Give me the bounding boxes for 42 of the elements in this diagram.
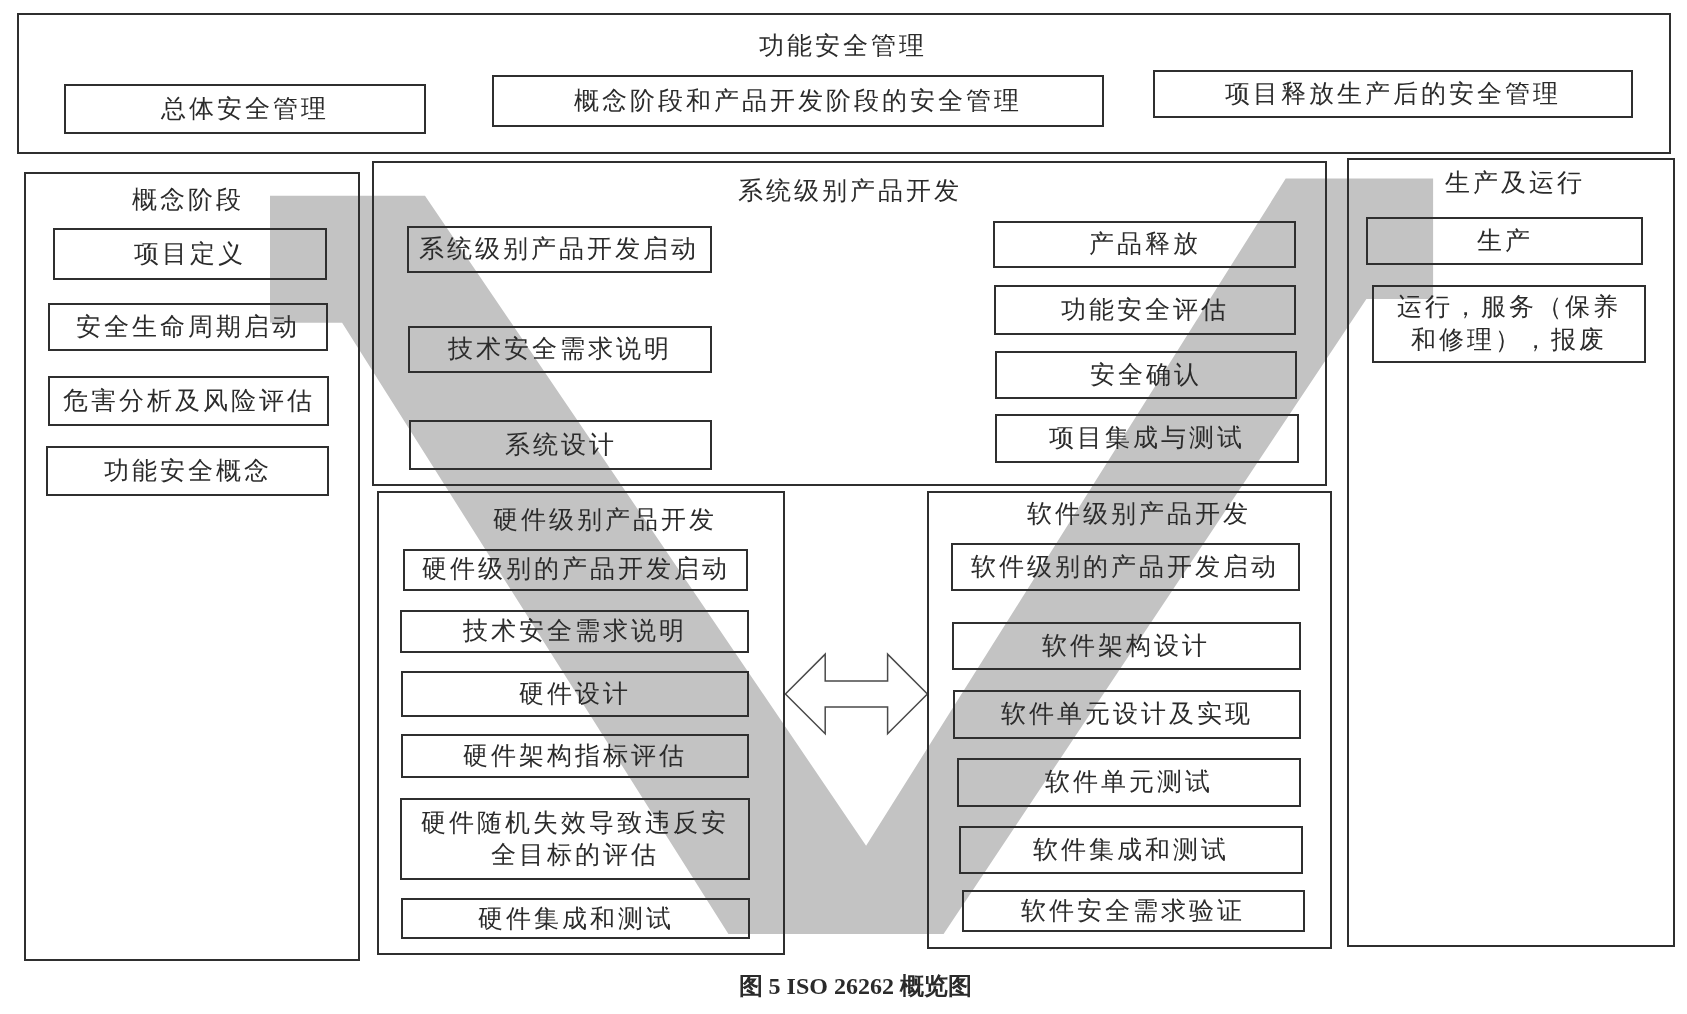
panel-heading: 软件级别产品开发	[1027, 499, 1252, 530]
step-box: 硬件级别的产品开发启动	[403, 548, 748, 591]
step-box: 运行，服务（保养和修理），报废	[1371, 285, 1647, 363]
phase-panel	[372, 161, 1327, 487]
step-box: 软件安全需求验证	[961, 889, 1305, 932]
phase-panel	[376, 490, 786, 956]
step-box: 概念阶段和产品开发阶段的安全管理	[491, 75, 1104, 127]
step-box: 软件单元设计及实现	[953, 689, 1301, 740]
phase-panel	[927, 490, 1332, 949]
step-box: 项目释放生产后的安全管理	[1153, 69, 1634, 119]
panel-heading: 生产及运行	[1444, 167, 1585, 198]
step-box: 危害分析及风险评估	[48, 376, 330, 426]
step-box: 项目集成与测试	[995, 414, 1299, 463]
step-box: 技术安全需求说明	[407, 326, 713, 374]
step-box: 产品释放	[993, 220, 1297, 268]
step-box: 软件架构设计	[952, 621, 1301, 671]
panel-heading: 概念阶段	[132, 185, 245, 216]
step-box: 硬件架构指标评估	[401, 733, 749, 778]
panel-heading: 硬件级别产品开发	[492, 504, 717, 535]
phase-panel	[1347, 158, 1676, 947]
double-arrow	[784, 652, 929, 736]
phase-panel	[23, 172, 361, 961]
step-box: 软件单元测试	[957, 758, 1301, 807]
step-box: 功能安全评估	[994, 285, 1297, 335]
step-box: 生产	[1366, 217, 1643, 265]
step-box: 软件集成和测试	[958, 826, 1303, 874]
step-box: 项目定义	[52, 228, 328, 280]
step-box: 硬件集成和测试	[401, 898, 750, 940]
step-box: 硬件设计	[401, 671, 749, 717]
step-box: 安全确认	[995, 350, 1298, 400]
panel-heading: 系统级别产品开发	[738, 176, 962, 207]
panel-heading: 功能安全管理	[759, 31, 928, 62]
step-box: 总体安全管理	[64, 83, 426, 135]
step-box: 系统级别产品开发启动	[406, 226, 713, 274]
phase-panel	[17, 12, 1671, 154]
step-box: 硬件随机失效导致违反安全目标的评估	[400, 798, 750, 881]
step-box: 功能安全概念	[46, 446, 330, 496]
step-box: 软件级别的产品开发启动	[951, 543, 1300, 591]
step-box: 系统设计	[408, 419, 713, 471]
figure-caption: 图 5 ISO 26262 概览图	[738, 971, 972, 1001]
step-box: 技术安全需求说明	[400, 610, 749, 653]
step-box: 安全生命周期启动	[48, 303, 329, 351]
